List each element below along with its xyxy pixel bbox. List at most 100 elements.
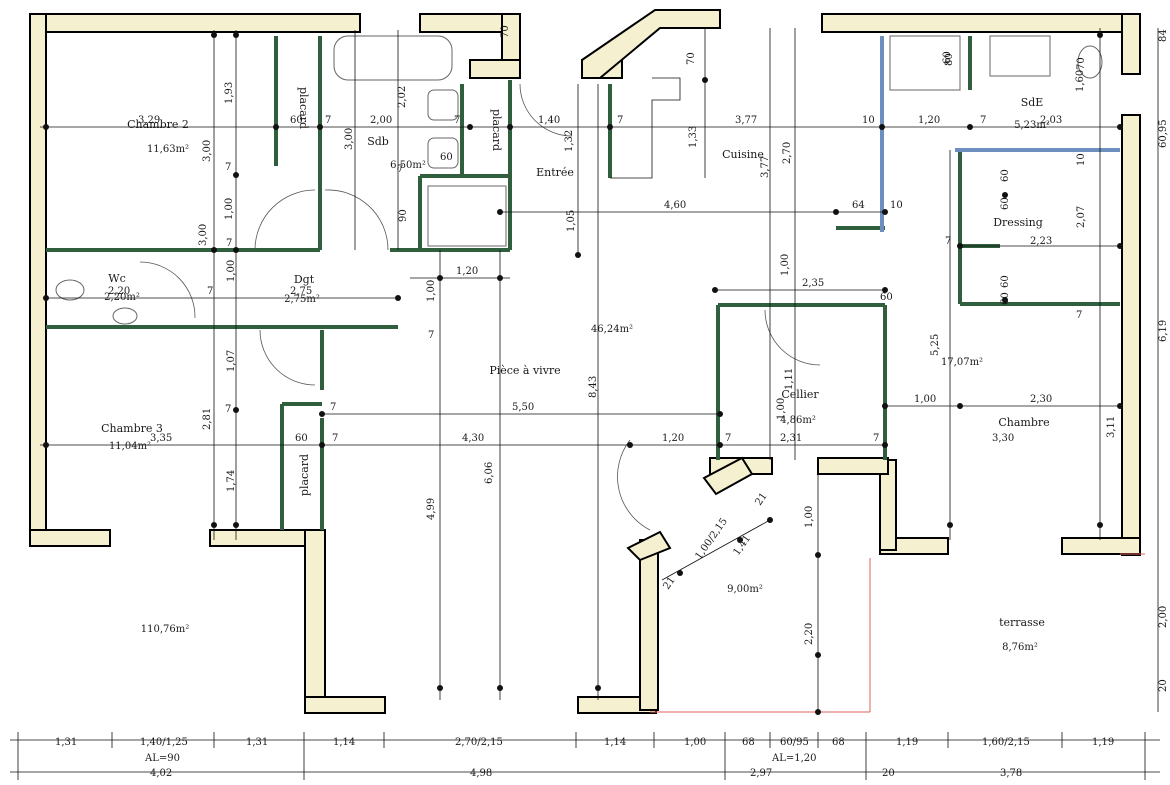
dim-label: 20: [1158, 679, 1169, 692]
shower-icon: [427, 185, 507, 247]
dim-label: 7: [330, 402, 336, 413]
bottom-dim: 4,98: [470, 768, 492, 779]
dim-label: 1,11: [784, 368, 795, 390]
dim-label: 90: [398, 209, 409, 222]
room-name-entree: Entrée: [536, 166, 574, 179]
room-name-terrasse: terrasse: [999, 616, 1045, 629]
dim-label: 60,95: [1158, 119, 1169, 148]
bottom-dim: 1,31: [55, 737, 77, 748]
dim-label: 2,00: [370, 115, 392, 126]
dim-label: 4,30: [462, 433, 484, 444]
dim-label: 21: [753, 491, 769, 508]
dim-label: 2,03: [1040, 115, 1062, 126]
room-area-sdb: 6,50m²: [390, 160, 426, 171]
dim-label: 60: [295, 433, 308, 444]
dim-label: 21: [661, 575, 677, 592]
dim-label: 7: [945, 236, 951, 247]
bottom-dim: 1,19: [1092, 737, 1114, 748]
dim-label: 4,60: [664, 200, 686, 211]
dim-label: 60: [1000, 275, 1011, 288]
dim-label: 60: [1000, 292, 1011, 305]
dim-label: 7: [454, 115, 460, 126]
dim-label: 2,31: [780, 433, 802, 444]
bottom-dim: 4,02: [150, 768, 172, 779]
dim-label: 3,29: [138, 115, 160, 126]
room-area-chambre2: 11,63m²: [147, 144, 189, 155]
room-name-dgt: Dgt: [294, 273, 315, 286]
dim-label: 60: [1000, 197, 1011, 210]
porch-area: 9,00m²: [727, 584, 763, 595]
dim-label: 1,20: [918, 115, 940, 126]
garden-area: 110,76m²: [141, 624, 189, 635]
dim-label: 70: [686, 52, 697, 65]
dim-label: 2,70: [782, 142, 793, 164]
bottom-dim: 1,19: [896, 737, 918, 748]
dim-label: 3,30: [992, 433, 1014, 444]
room-name-chambre2: Chambre 2: [127, 118, 189, 131]
dim-label: 7: [325, 115, 331, 126]
dim-label: 7: [873, 433, 879, 444]
dim-label: 2,00: [1158, 606, 1169, 628]
dim-label: 1,33: [688, 126, 699, 148]
room-name-piece-a-vivre: Pièce à vivre: [489, 364, 560, 377]
dim-label: 3,11: [1106, 416, 1117, 438]
dim-label: 1,00: [224, 198, 235, 220]
dim-label: 3,00: [344, 128, 355, 150]
dim-label: 7: [225, 404, 231, 415]
room-name-chambre3: Chambre 3: [101, 422, 163, 435]
dim-label: 3,00: [198, 224, 209, 246]
dim-label: 1,00: [780, 254, 791, 276]
dim-label: 1,07: [226, 350, 237, 372]
toilet-icon: [55, 279, 85, 301]
dim-label: 1,93: [224, 82, 235, 104]
room-name-sde: SdE: [1021, 96, 1044, 109]
room-area-cellier: 4,86m²: [780, 415, 816, 426]
dim-label: 60: [290, 115, 303, 126]
dim-label: 1,60: [1075, 70, 1086, 92]
sink-icon: [112, 307, 138, 325]
dim-label: 1,00: [776, 398, 787, 420]
room-name-chambre: Chambre: [998, 416, 1049, 429]
dim-label: 7: [1076, 310, 1082, 321]
dim-label: 3,35: [150, 433, 172, 444]
dim-label: 1,05: [566, 210, 577, 232]
dim-label: 3,00: [202, 140, 213, 162]
room-area-chambre: 17,07m²: [941, 357, 983, 368]
dimension-dots: [43, 32, 1123, 715]
bottom-note-al120: AL=1,20: [771, 753, 817, 764]
room-name-wc: Wc: [108, 272, 125, 285]
room-area-chambre3: 11,04m²: [109, 441, 151, 452]
dim-label: 7: [207, 286, 213, 297]
bottom-dim: 3,78: [1000, 768, 1022, 779]
dim-label: 2,75: [290, 286, 312, 297]
dim-label: 2,81: [202, 408, 213, 430]
dim-label: 7: [617, 115, 623, 126]
bottom-note-al90: AL=90: [144, 753, 180, 764]
washbasin-icon: [989, 35, 1051, 77]
room-area-dgt: 2,75m²: [284, 294, 320, 305]
placard-label-2: placard: [490, 109, 503, 151]
dim-label: 7: [225, 162, 231, 173]
bottom-dim: 60/95: [780, 737, 809, 748]
bathtub-icon: [333, 35, 453, 81]
exterior-walls: [29, 9, 1141, 714]
dim-label: 2,30: [1030, 394, 1052, 405]
dim-label: 60: [880, 292, 893, 303]
placard-label-3: placard: [298, 454, 311, 496]
dim-label: 1,74: [226, 470, 237, 492]
dim-label: 1,00: [426, 280, 437, 302]
dim-label: 60: [942, 51, 953, 64]
dim-label: 2,07: [1076, 206, 1087, 228]
dim-label: 10: [1076, 153, 1087, 166]
dim-label: 80: [944, 53, 955, 66]
dim-label: 60: [440, 152, 453, 163]
door-swings: [139, 83, 821, 531]
toilet-icon: [1077, 45, 1103, 79]
bottom-dim: 68: [832, 737, 845, 748]
placard-label-1: placard: [297, 87, 310, 129]
dim-label: 2,02: [397, 86, 408, 108]
dim-label: 7: [397, 164, 403, 175]
dim-label: 7: [428, 330, 434, 341]
bottom-dim: 1,14: [333, 737, 355, 748]
bottom-dim: 20: [882, 768, 895, 779]
